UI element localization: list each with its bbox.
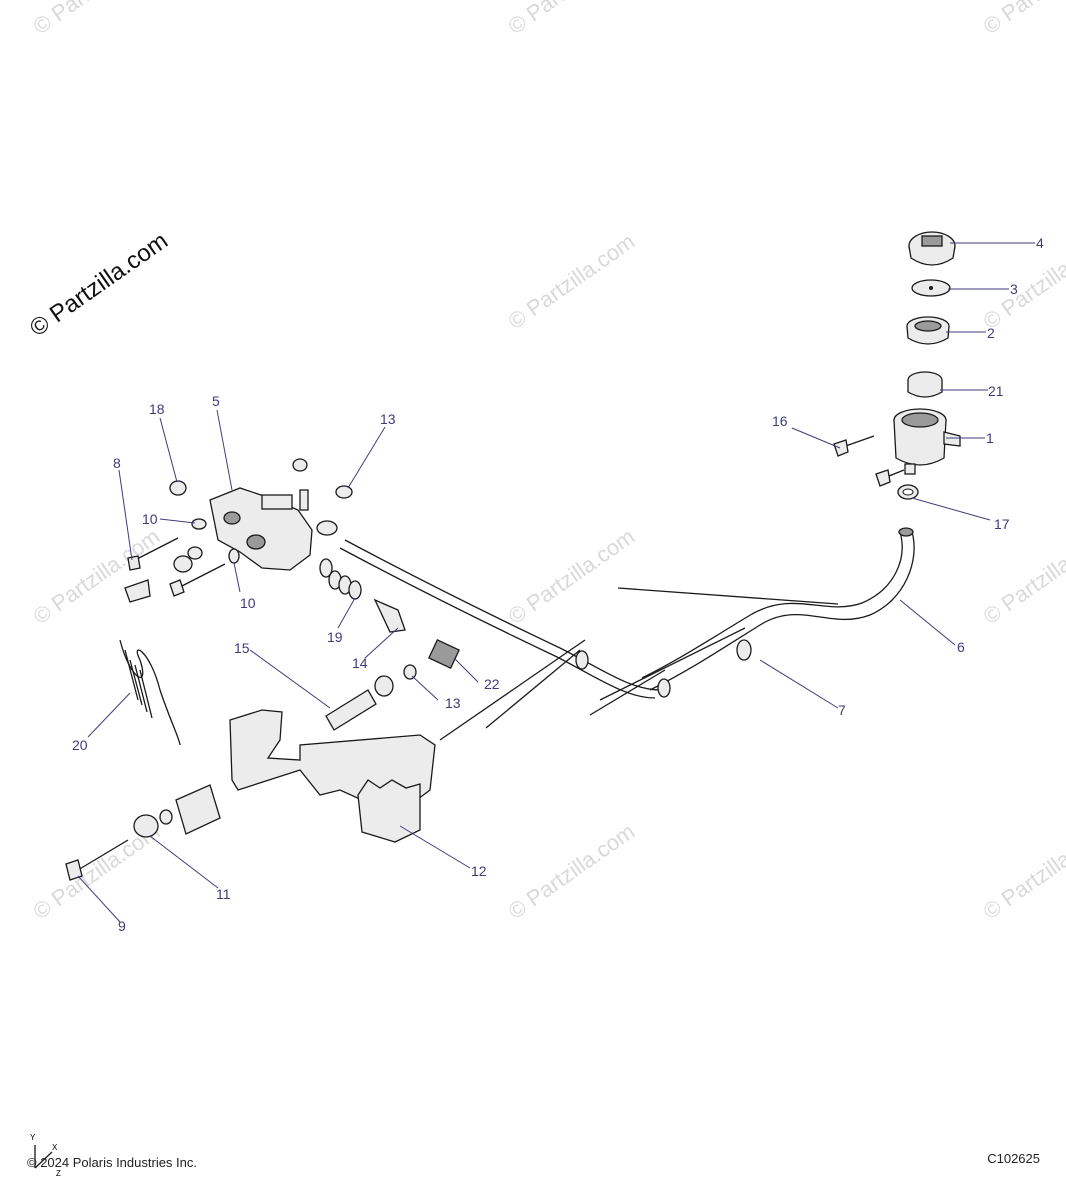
callout-7: 7 <box>838 702 846 718</box>
reservoir-bolt-16 <box>833 435 875 457</box>
axis-x-label: X <box>52 1143 58 1152</box>
watermark-faint: © Partzilla.com <box>29 524 165 630</box>
copyright-text: © 2024 Polaris Industries Inc. <box>27 1155 197 1170</box>
callout-13b: 13 <box>445 695 461 711</box>
callout-19: 19 <box>327 629 343 645</box>
watermark-faint: © Partzilla.com <box>979 229 1066 335</box>
master-cylinder-assembly <box>124 458 460 731</box>
watermark-faint: © Partzilla.com <box>979 0 1066 39</box>
callout-20: 20 <box>72 737 88 753</box>
reservoir-body <box>893 408 961 475</box>
watermark-faint: © Partzilla.com <box>504 229 640 335</box>
callout-3: 3 <box>1010 281 1018 297</box>
brake-pedal-assembly <box>65 639 436 881</box>
callout-4: 4 <box>1036 235 1044 251</box>
diagram-code: C102625 <box>987 1151 1040 1166</box>
callout-16: 16 <box>772 413 788 429</box>
callout-1: 1 <box>986 430 994 446</box>
watermark-faint: © Partzilla.com <box>504 0 640 39</box>
watermark-faint: © Partzilla.com <box>504 819 640 925</box>
callout-13a: 13 <box>380 411 396 427</box>
leader-lines <box>77 242 1035 923</box>
callout-10b: 10 <box>240 595 256 611</box>
callout-21: 21 <box>988 383 1004 399</box>
callout-17: 17 <box>994 516 1010 532</box>
reservoir-float <box>907 371 943 398</box>
hose-clamp-17 <box>897 484 919 500</box>
callout-labels: 1 2 3 4 5 6 7 8 9 10 10 11 12 13 13 14 1… <box>72 235 1044 934</box>
callout-12: 12 <box>471 863 487 879</box>
callout-8: 8 <box>113 455 121 471</box>
callout-6: 6 <box>957 639 965 655</box>
callout-22: 22 <box>484 676 500 692</box>
axis-z-label: Z <box>56 1169 61 1178</box>
watermark-faint: © Partzilla.com <box>979 524 1066 630</box>
axis-indicator: Y X Z <box>30 1133 61 1178</box>
reservoir-cap <box>908 231 956 266</box>
callout-9: 9 <box>118 918 126 934</box>
watermark-faint: © Partzilla.com <box>504 524 640 630</box>
axis-y-label: Y <box>30 1133 36 1142</box>
reservoir-assembly <box>833 231 961 500</box>
watermark-faint: © Partzilla.com <box>29 0 165 39</box>
reservoir-diaphragm-plate <box>911 279 951 297</box>
callout-11: 11 <box>216 886 231 902</box>
callout-2: 2 <box>987 325 995 341</box>
reservoir-bolt <box>875 469 905 487</box>
brake-hose-and-line <box>339 527 915 741</box>
callout-18: 18 <box>149 401 165 417</box>
reservoir-seal <box>906 316 950 345</box>
callout-10a: 10 <box>142 511 158 527</box>
callout-15: 15 <box>234 640 250 656</box>
callout-5: 5 <box>212 393 220 409</box>
callout-14: 14 <box>352 655 368 671</box>
watermark-faint: © Partzilla.com <box>979 819 1066 925</box>
